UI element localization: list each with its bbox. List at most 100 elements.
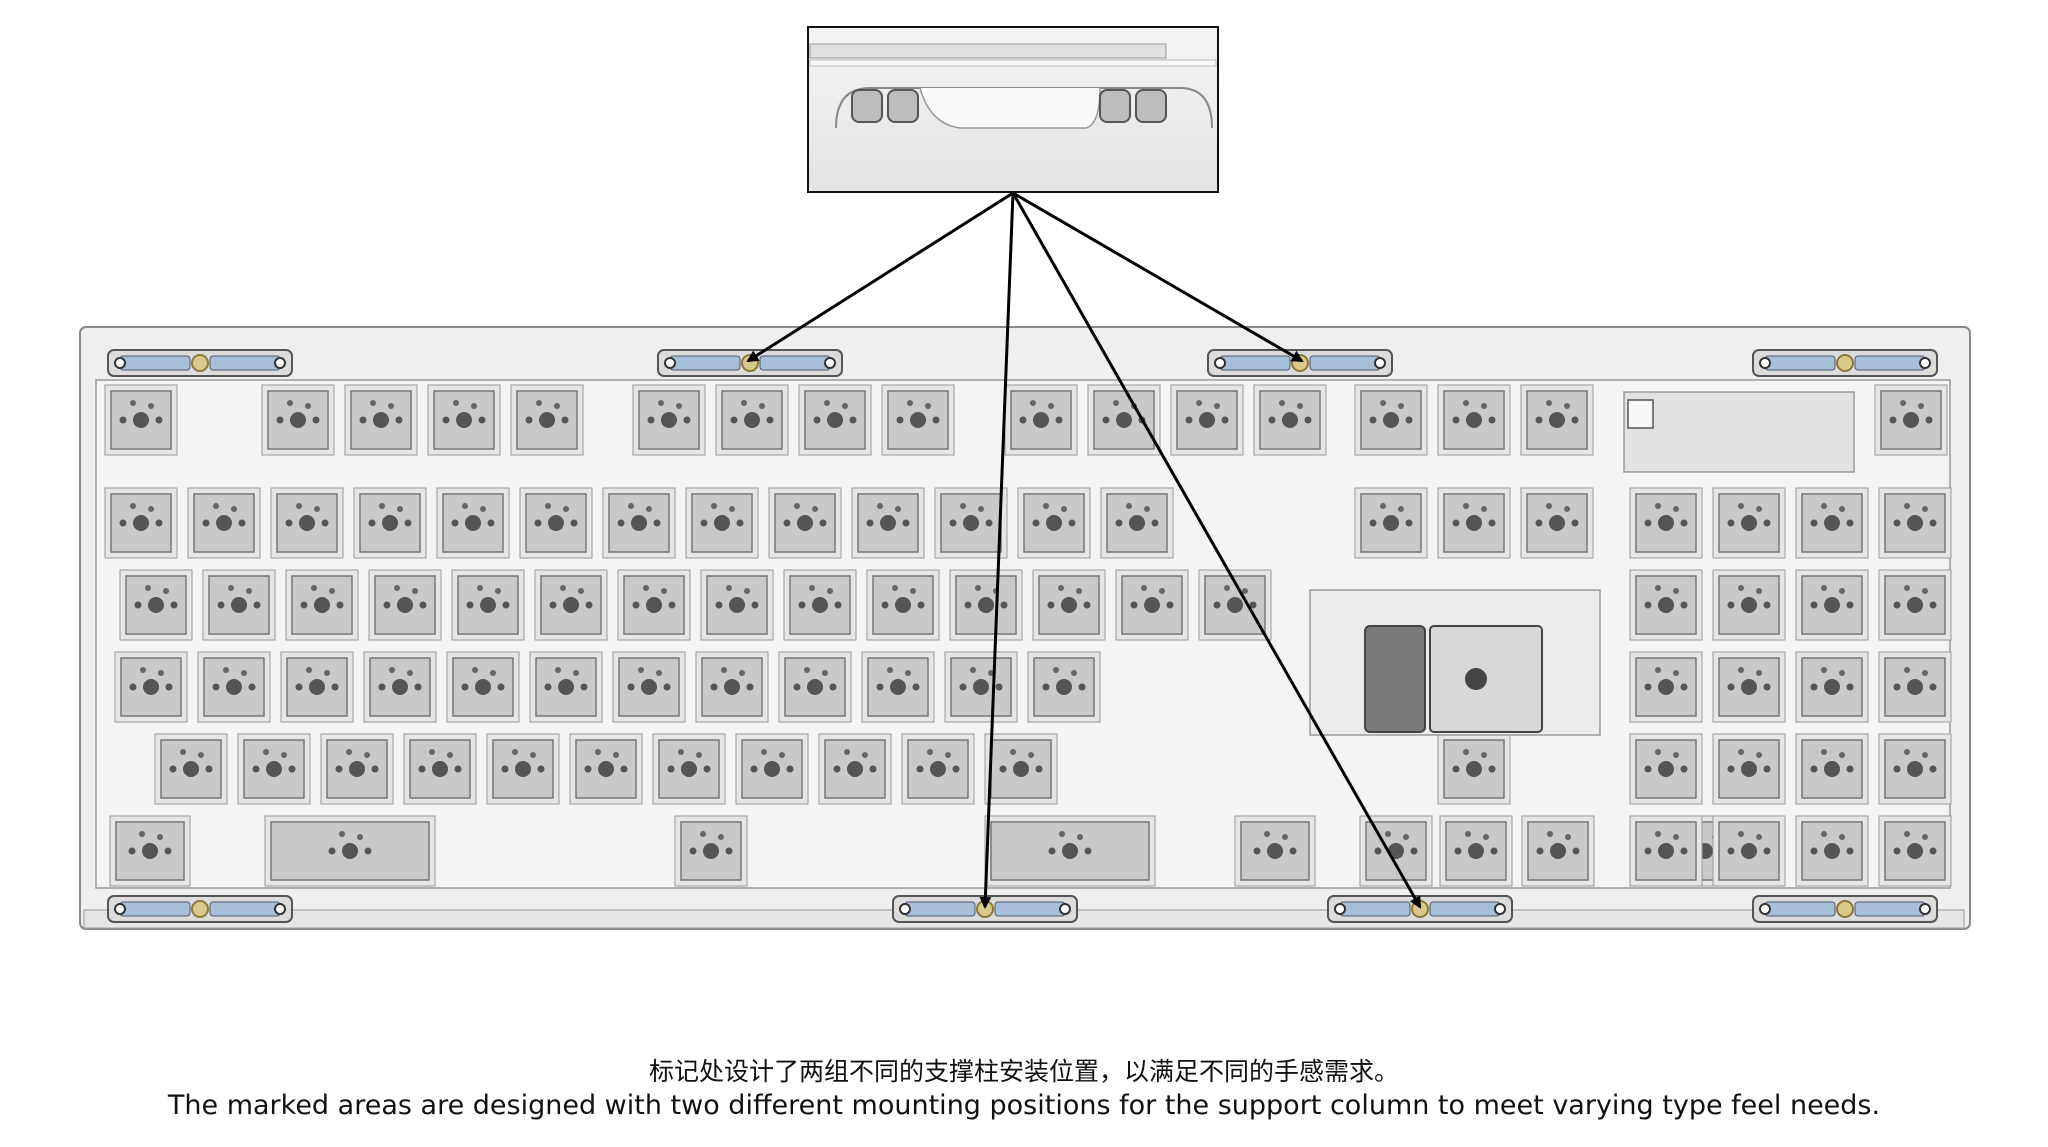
key-switch bbox=[154, 733, 228, 805]
key-switch bbox=[944, 651, 1018, 723]
key-switch bbox=[1170, 384, 1244, 456]
top-mount-bars bbox=[107, 349, 1938, 377]
key-switch bbox=[1878, 487, 1952, 559]
key-switch bbox=[1437, 733, 1511, 805]
top-mount-1 bbox=[107, 349, 293, 377]
key-switch bbox=[617, 569, 691, 641]
key-switch bbox=[1874, 384, 1948, 456]
key-switch bbox=[104, 384, 178, 456]
key-switch bbox=[109, 815, 191, 887]
key-switch bbox=[529, 651, 603, 723]
key-switch bbox=[486, 733, 560, 805]
callout-arrows bbox=[746, 191, 1422, 909]
key-switch bbox=[285, 569, 359, 641]
key-switch bbox=[114, 651, 188, 723]
mount-slot-left bbox=[851, 89, 919, 123]
key-switch bbox=[1017, 487, 1091, 559]
key-switch bbox=[768, 487, 842, 559]
key-switch bbox=[1878, 815, 1952, 887]
key-switch bbox=[949, 569, 1023, 641]
key-switch bbox=[1795, 487, 1869, 559]
key-switch bbox=[270, 487, 344, 559]
top-mount-3 bbox=[1207, 349, 1393, 377]
key-switch bbox=[237, 733, 311, 805]
callout-arrow-4 bbox=[1011, 192, 1422, 909]
key-switch bbox=[700, 569, 774, 641]
mount-slot-right bbox=[1099, 89, 1167, 123]
key-switch bbox=[264, 815, 436, 887]
key-switch bbox=[715, 384, 789, 456]
key-switch bbox=[612, 651, 686, 723]
key-switch bbox=[280, 651, 354, 723]
key-switch bbox=[436, 487, 510, 559]
key-switch bbox=[1354, 487, 1428, 559]
key-switch bbox=[1629, 733, 1703, 805]
key-switch bbox=[901, 733, 975, 805]
key-switch bbox=[1359, 815, 1433, 887]
caption-english: The marked areas are designed with two d… bbox=[167, 1090, 1881, 1121]
key-switch bbox=[1520, 384, 1594, 456]
key-switch bbox=[1878, 569, 1952, 641]
key-switch bbox=[1795, 651, 1869, 723]
key-switch bbox=[353, 487, 427, 559]
callout-arrow-3 bbox=[979, 192, 1015, 909]
bottom-mount-4 bbox=[1752, 895, 1938, 923]
key-switch bbox=[1437, 384, 1511, 456]
key-switch bbox=[861, 651, 935, 723]
key-switch bbox=[1712, 651, 1786, 723]
key-switch bbox=[1878, 651, 1952, 723]
key-switch bbox=[783, 569, 857, 641]
key-switch bbox=[261, 384, 335, 456]
key-switch bbox=[1234, 815, 1316, 887]
top-mount-2 bbox=[657, 349, 843, 377]
key-switch bbox=[866, 569, 940, 641]
center-hardware bbox=[1309, 391, 1855, 736]
keyboard-plate bbox=[79, 326, 1971, 930]
bottom-mount-1 bbox=[107, 895, 293, 923]
key-switch bbox=[119, 569, 193, 641]
key-switch bbox=[798, 384, 872, 456]
key-switch bbox=[519, 487, 593, 559]
top-mount-4 bbox=[1752, 349, 1938, 377]
key-switch bbox=[1712, 733, 1786, 805]
key-switch bbox=[1520, 487, 1594, 559]
key-switch bbox=[363, 651, 437, 723]
key-switch bbox=[1354, 384, 1428, 456]
key-switch bbox=[1629, 487, 1703, 559]
key-switch bbox=[320, 733, 394, 805]
key-switch bbox=[1878, 733, 1952, 805]
key-switch bbox=[451, 569, 525, 641]
key-switch bbox=[934, 487, 1008, 559]
key-switch bbox=[1712, 487, 1786, 559]
key-switch bbox=[1027, 651, 1101, 723]
key-switch bbox=[1629, 815, 1703, 887]
key-switch-cutouts bbox=[104, 384, 1952, 887]
key-switch bbox=[202, 569, 276, 641]
caption-chinese: 标记处设计了两组不同的支撑柱安装位置，以满足不同的手感需求。 bbox=[648, 1057, 1399, 1086]
key-switch bbox=[1795, 815, 1869, 887]
key-switch bbox=[652, 733, 726, 805]
key-switch bbox=[984, 815, 1156, 887]
key-switch bbox=[685, 487, 759, 559]
key-switch bbox=[446, 651, 520, 723]
key-switch bbox=[1437, 487, 1511, 559]
key-switch bbox=[1712, 569, 1786, 641]
detail-inset bbox=[807, 26, 1219, 193]
key-switch bbox=[403, 733, 477, 805]
key-switch bbox=[1032, 569, 1106, 641]
key-switch bbox=[427, 384, 501, 456]
key-switch bbox=[1115, 569, 1189, 641]
key-switch bbox=[1253, 384, 1327, 456]
key-switch bbox=[344, 384, 418, 456]
key-switch bbox=[197, 651, 271, 723]
key-switch bbox=[1629, 569, 1703, 641]
bottom-mount-3 bbox=[1327, 895, 1513, 923]
key-switch bbox=[1629, 651, 1703, 723]
key-switch bbox=[632, 384, 706, 456]
key-switch bbox=[368, 569, 442, 641]
key-switch bbox=[1521, 815, 1595, 887]
key-switch bbox=[778, 651, 852, 723]
key-switch bbox=[1795, 733, 1869, 805]
key-switch bbox=[569, 733, 643, 805]
